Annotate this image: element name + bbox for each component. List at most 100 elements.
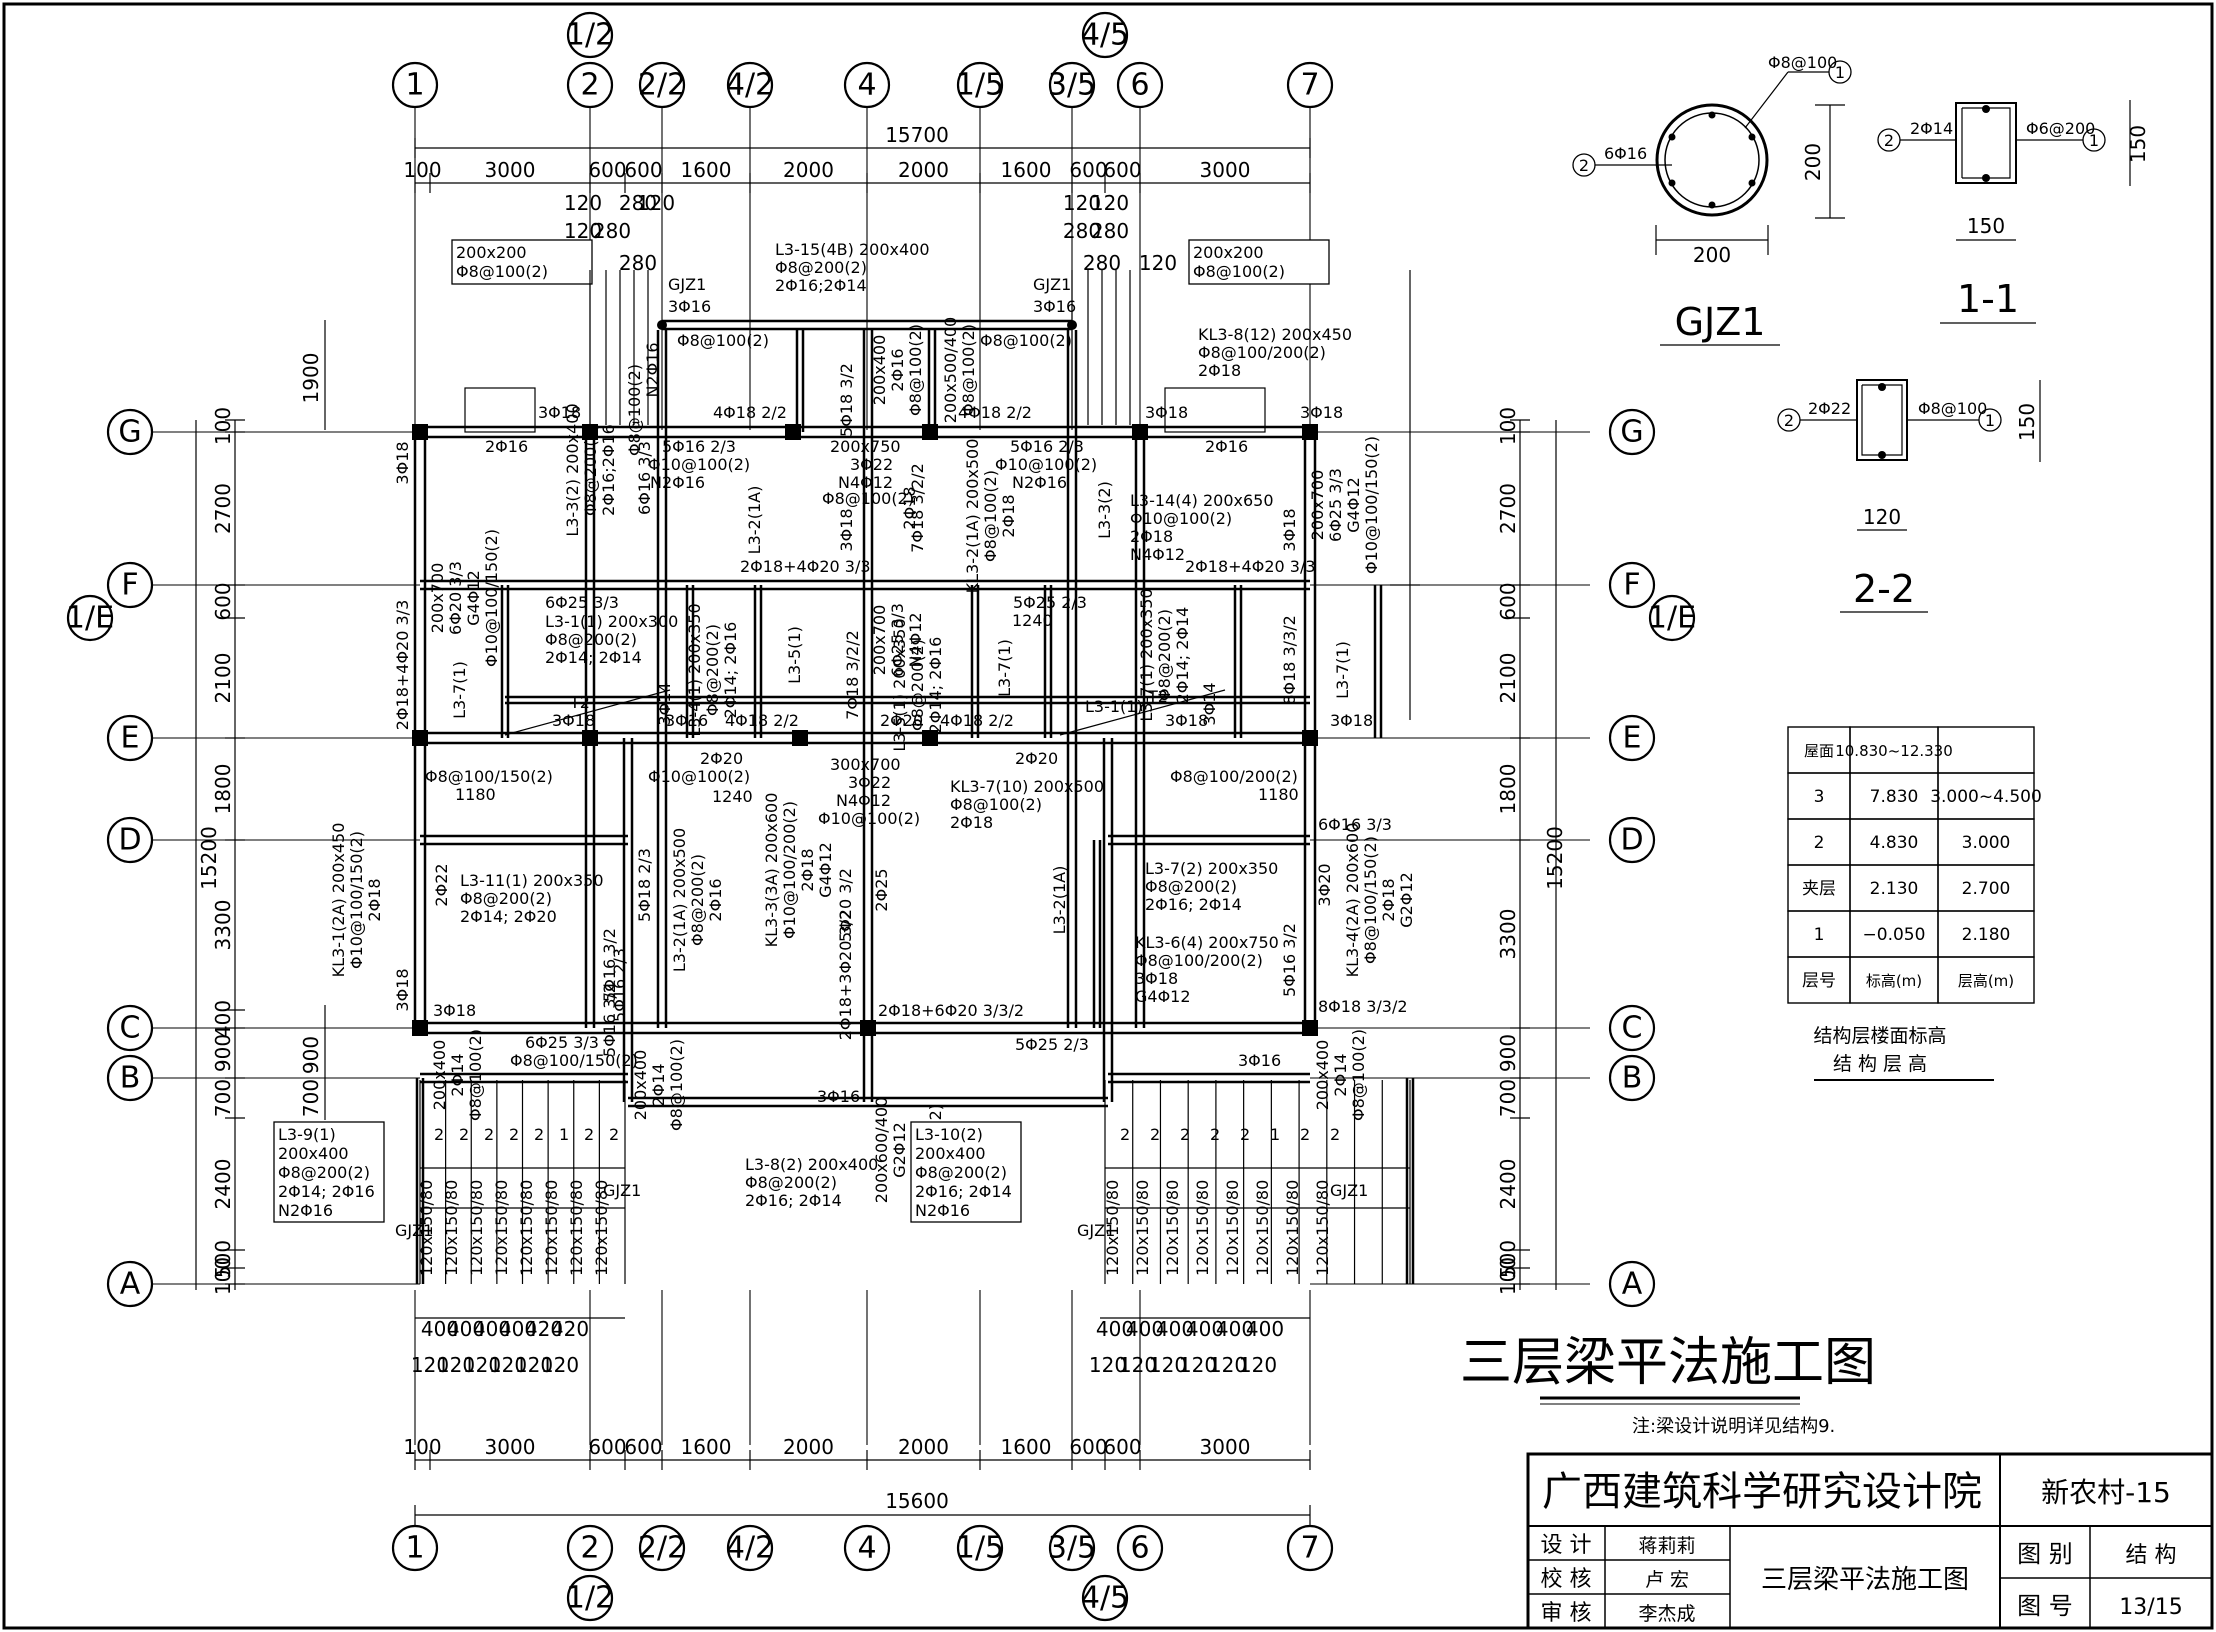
svg-text:120x150/80: 120x150/80	[542, 1180, 561, 1276]
beam-label: 2Φ20	[880, 711, 923, 730]
svg-text:100: 100	[211, 1257, 235, 1295]
svg-text:6Φ16: 6Φ16	[1604, 144, 1647, 163]
level-cell: 2.700	[1962, 879, 2011, 899]
svg-text:A: A	[120, 1267, 141, 1302]
axis-bubble-E-left: E	[106, 714, 154, 762]
beam-label-vertical: 200x500/400	[941, 317, 960, 423]
svg-text:E: E	[121, 721, 140, 756]
svg-text:4/2: 4/2	[726, 1531, 774, 1566]
svg-text:120x150/80: 120x150/80	[1313, 1180, 1332, 1276]
beam-label-vertical: N4Φ12	[906, 612, 925, 667]
beam-label-vertical: 5Φ16 2/3	[610, 948, 629, 1022]
svg-text:1/2: 1/2	[566, 18, 614, 53]
beam-label-vertical: 200x700	[870, 605, 889, 676]
beam-label-vertical: G2Φ12	[1397, 872, 1416, 928]
svg-text:100: 100	[403, 1435, 441, 1459]
beam-label: Φ10@100(2)	[648, 767, 750, 786]
project-name: 新农村-15	[2041, 1476, 2171, 1509]
beam-label: L3-14(4) 200x650	[1130, 491, 1274, 510]
axis-bubble-ax2_2-bottom: 2/2	[638, 1524, 686, 1572]
axis-bubble-ax1_5-bottom: 1/5	[956, 1524, 1004, 1572]
svg-text:2: 2	[1300, 1125, 1310, 1144]
beam-label-vertical: Φ8@100(2)	[981, 470, 1000, 562]
beam-label-vertical: 6Φ25 3/3	[888, 603, 907, 677]
axis-bubble-ax2_2-top: 2/2	[638, 61, 686, 109]
column	[1302, 1020, 1318, 1036]
column	[922, 730, 938, 746]
svg-text:2400: 2400	[1496, 1159, 1520, 1210]
beam-label-vertical: L3-7(1)	[995, 639, 1014, 697]
svg-text:A: A	[1622, 1267, 1643, 1302]
svg-text:2: 2	[484, 1125, 494, 1144]
beam-label: G4Φ12	[1135, 987, 1191, 1006]
beam-label: 6Φ16 3/3	[1318, 815, 1392, 834]
level-cell: 3.000~4.500	[1930, 787, 2042, 807]
axis-bubble-1_E-right: 1/E	[1648, 594, 1696, 642]
beam-label: 3Φ18	[433, 1001, 476, 1020]
svg-text:Φ8@100: Φ8@100	[1768, 53, 1837, 72]
svg-text:1900: 1900	[299, 353, 323, 404]
beam-label-vertical: 200x400	[1313, 1040, 1332, 1111]
beam-label: 2Φ18	[1130, 527, 1173, 546]
svg-text:1: 1	[1270, 1125, 1280, 1144]
svg-text:120x150/80: 120x150/80	[1103, 1180, 1122, 1276]
beam-label-vertical: 200x700	[428, 563, 447, 634]
beam-label: L3-1(1)	[1085, 697, 1143, 716]
axis-bubble-D-right: D	[1608, 816, 1656, 864]
beam-label: Φ10@100(2)	[648, 455, 750, 474]
svg-text:120x150/80: 120x150/80	[1193, 1180, 1212, 1276]
beam-label: 3Φ22	[848, 773, 891, 792]
svg-text:Φ8@200(2): Φ8@200(2)	[278, 1163, 370, 1182]
beam-label: Φ8@200(2)	[460, 889, 552, 908]
column	[582, 424, 598, 440]
beam-label-vertical: 7Φ18 3/2/2	[843, 630, 862, 720]
beam-label-vertical: KL3-2(1A) 200x500	[963, 439, 982, 594]
beam-label: Φ10@100(2)	[818, 809, 920, 828]
column	[582, 730, 598, 746]
svg-text:2000: 2000	[783, 1435, 834, 1459]
svg-text:280: 280	[619, 191, 657, 215]
svg-text:4/2: 4/2	[726, 68, 774, 103]
detail-1-1-title: 1-1	[1957, 277, 2019, 321]
svg-text:1800: 1800	[211, 764, 235, 815]
svg-text:500: 500	[211, 1240, 235, 1278]
beam-label: Φ8@200(2)	[745, 1173, 837, 1192]
level-caption-1: 结构层楼面标高	[1813, 1025, 1946, 1047]
name-review: 李杰成	[1638, 1603, 1695, 1625]
beam-label: L3-7(2) 200x350	[1145, 859, 1278, 878]
svg-text:200: 200	[1693, 243, 1731, 267]
column	[412, 1020, 428, 1036]
detail-2-2: 2 2Φ22 1 Φ8@100 150 120 2-2	[1777, 379, 2041, 613]
detail-2-2-title: 2-2	[1853, 567, 1915, 611]
svg-text:700: 700	[299, 1079, 323, 1117]
svg-text:2000: 2000	[898, 158, 949, 182]
gjz1-column-left	[657, 320, 667, 330]
beam-label: 3Φ16	[1033, 297, 1076, 316]
svg-text:120x150/80: 120x150/80	[592, 1180, 611, 1276]
svg-text:2: 2	[1330, 1125, 1340, 1144]
beam-label: Φ8@100(2)	[980, 331, 1072, 350]
svg-text:3/5: 3/5	[1048, 1531, 1096, 1566]
svg-text:2: 2	[1240, 1125, 1250, 1144]
svg-text:C: C	[1622, 1011, 1643, 1046]
svg-text:3300: 3300	[211, 900, 235, 951]
beam-label: 2Φ16; 2Φ14	[1145, 895, 1242, 914]
svg-text:120: 120	[1139, 251, 1177, 275]
beam-label: 5Φ16 2/3	[662, 437, 736, 456]
svg-text:600: 600	[1103, 1435, 1141, 1459]
beam-label: Φ8@100/200(2)	[1135, 951, 1263, 970]
svg-text:120x150/80: 120x150/80	[1253, 1180, 1272, 1276]
svg-text:600: 600	[588, 1435, 626, 1459]
beam-label: 3Φ16	[668, 297, 711, 316]
detail-gjz1-title: GJZ1	[1675, 300, 1766, 344]
svg-text:120: 120	[1119, 1353, 1157, 1377]
beam-label-vertical: Φ8@100(2)	[1349, 1029, 1368, 1121]
beam-label-vertical: KL3-4(2A) 200x600	[1343, 823, 1362, 978]
axis-bubble-ax6-top: 6	[1116, 61, 1164, 109]
beam-label: 2Φ20	[1015, 749, 1058, 768]
beam-label: 1240	[712, 787, 753, 806]
beam-label-vertical: 200x400	[430, 1040, 449, 1111]
svg-text:2: 2	[1210, 1125, 1220, 1144]
beam-label: GJZ1	[395, 1221, 433, 1240]
svg-text:N2Φ16: N2Φ16	[915, 1201, 970, 1220]
